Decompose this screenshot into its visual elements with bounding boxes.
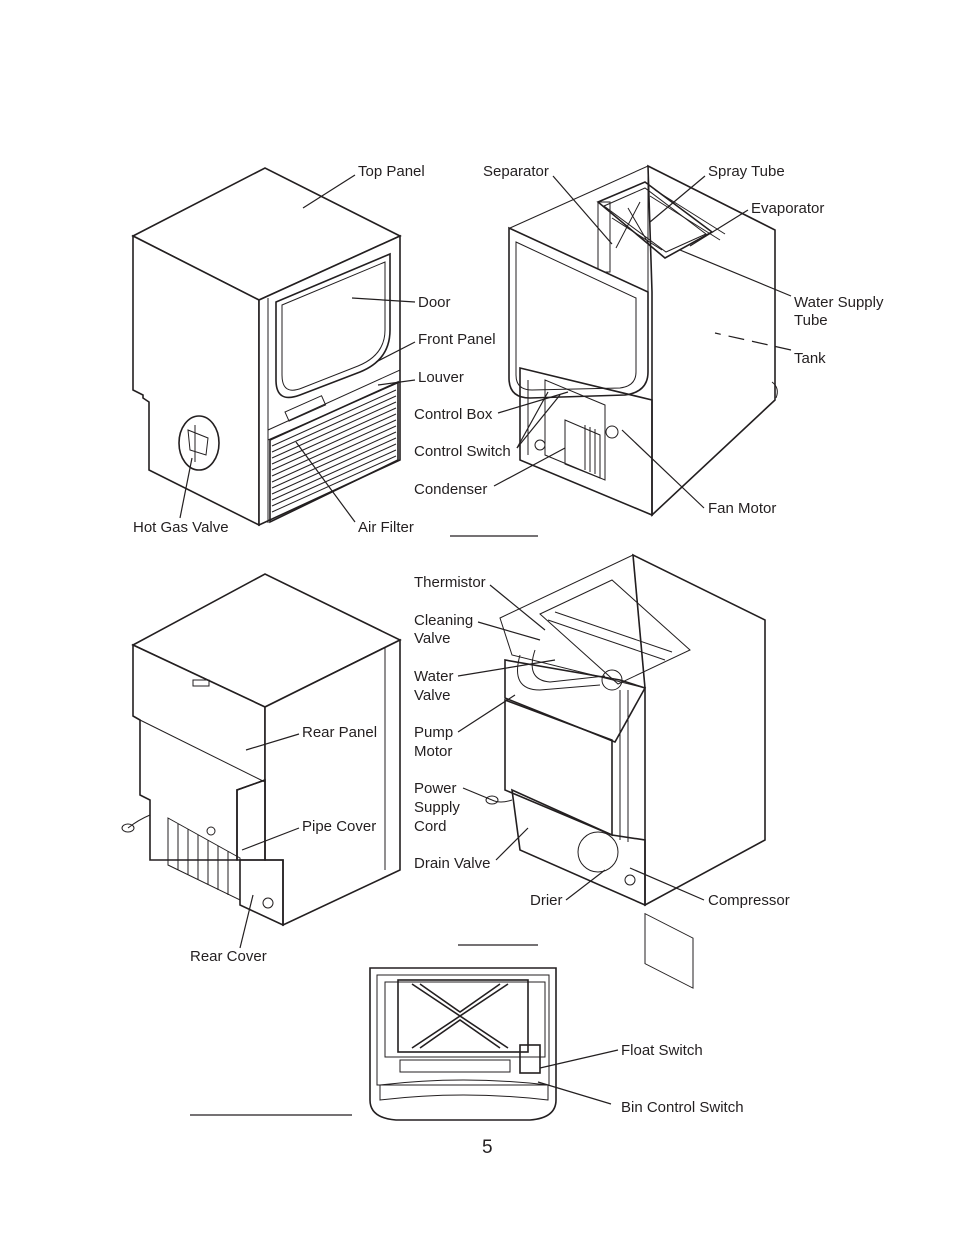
label-pump-motor-line1: Pump bbox=[414, 724, 454, 741]
label-rear-panel: Rear Panel bbox=[302, 724, 378, 741]
label-float-switch: Float Switch bbox=[621, 1042, 703, 1059]
label-evaporator: Evaporator bbox=[751, 200, 825, 217]
label-pipe-cover: Pipe Cover bbox=[302, 818, 377, 835]
label-cleaning-valve-line2: Valve bbox=[414, 630, 451, 647]
label-control-box: Control Box bbox=[414, 406, 493, 423]
label-bin-control-switch: Bin Control Switch bbox=[621, 1099, 744, 1116]
label-louver: Louver bbox=[418, 369, 464, 386]
label-top-panel: Top Panel bbox=[358, 163, 425, 180]
label-power-supply-cord-line1: Power bbox=[414, 780, 457, 797]
label-drain-valve: Drain Valve bbox=[414, 855, 491, 872]
label-hot-gas-valve: Hot Gas Valve bbox=[133, 519, 229, 536]
label-spray-tube: Spray Tube bbox=[708, 163, 785, 180]
label-pump-motor-line2: Motor bbox=[414, 743, 453, 760]
label-water-valve-line2: Valve bbox=[414, 687, 451, 704]
label-water-valve-line1: Water bbox=[414, 668, 454, 685]
front-view-cabinet-illustration bbox=[131, 167, 402, 527]
leader-lines bbox=[179, 174, 792, 1105]
label-separator: Separator bbox=[483, 163, 549, 180]
label-air-filter: Air Filter bbox=[358, 519, 414, 536]
page-number: 5 bbox=[482, 1137, 493, 1158]
label-control-switch: Control Switch bbox=[414, 443, 511, 460]
label-power-supply-cord-line2: Supply bbox=[414, 799, 460, 816]
open-cabinet-illustration bbox=[508, 164, 778, 517]
label-compressor: Compressor bbox=[708, 892, 790, 909]
label-fan-motor: Fan Motor bbox=[708, 500, 777, 517]
label-tank: Tank bbox=[794, 350, 826, 367]
top-view-bin-illustration bbox=[369, 967, 557, 1121]
label-condenser: Condenser bbox=[414, 481, 488, 498]
rear-view-cabinet-illustration bbox=[121, 573, 402, 927]
label-water-supply-tube-line2: Tube bbox=[794, 312, 828, 329]
label-door: Door bbox=[418, 294, 451, 311]
label-power-supply-cord-line3: Cord bbox=[414, 818, 447, 835]
label-drier: Drier bbox=[530, 892, 563, 909]
label-cleaning-valve-line1: Cleaning bbox=[414, 612, 474, 629]
label-front-panel: Front Panel bbox=[418, 331, 496, 348]
label-rear-cover: Rear Cover bbox=[190, 948, 267, 965]
label-water-supply-tube-line1: Water Supply bbox=[794, 294, 884, 311]
rear-open-cabinet-illustration bbox=[485, 553, 766, 989]
label-thermistor: Thermistor bbox=[414, 574, 486, 591]
